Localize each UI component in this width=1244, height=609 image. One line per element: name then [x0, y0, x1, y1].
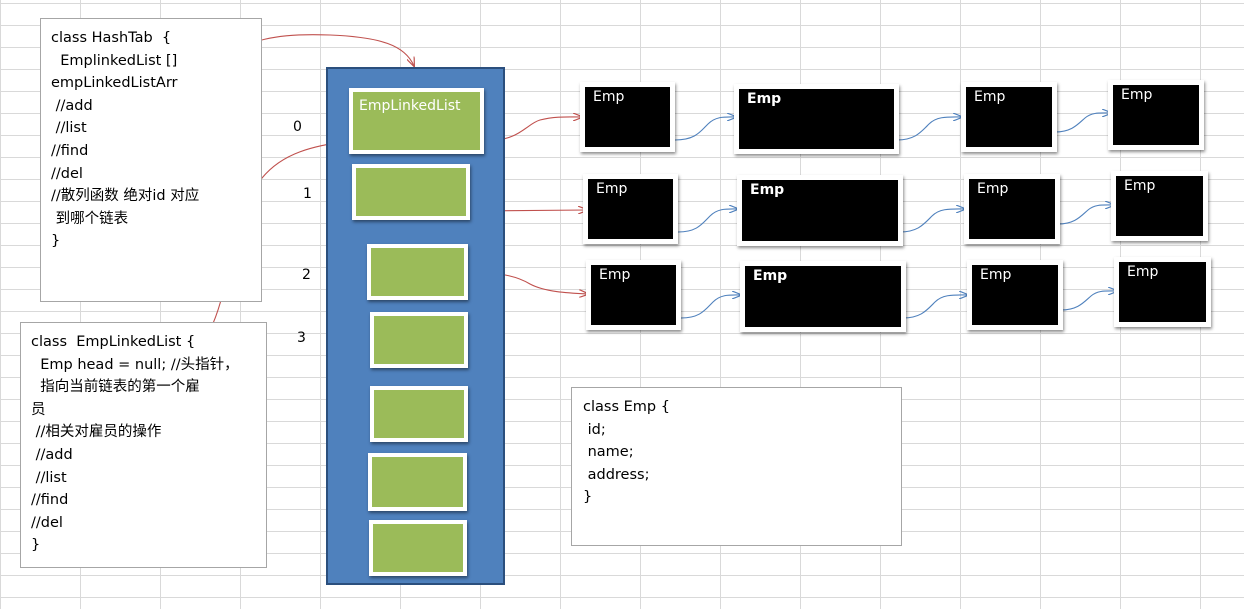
array-slot-1 [352, 164, 470, 220]
array-slot-3 [370, 312, 468, 368]
code-line: class EmpLinkedList { [31, 334, 196, 350]
hashtab-class-note: class HashTab { EmplinkedList [] empLink… [40, 18, 262, 302]
emp-label: Emp [974, 89, 1006, 105]
code-line: } [583, 489, 593, 506]
code-line: //list [31, 469, 67, 486]
array-slot-5 [368, 453, 467, 511]
emp-node: Emp [961, 82, 1057, 152]
code-line: //散列函数 绝对id 对应 [51, 188, 200, 205]
emp-label: Emp [599, 267, 631, 283]
emp-label: Emp [980, 267, 1012, 283]
code-line: 指向当前链表的第一个雇 [31, 379, 200, 396]
index-label-3: 3 [297, 330, 306, 346]
emplinkedlist-class-note: class EmpLinkedList { Emp head = null; /… [20, 322, 267, 568]
emp-node: Emp [967, 260, 1063, 330]
code-line: } [31, 537, 41, 554]
code-line: //find [51, 142, 89, 159]
emp-node: Emp [964, 174, 1060, 244]
next-arrow [1060, 291, 1117, 311]
index-label-2: 2 [302, 267, 311, 283]
emp-node: Emp [1114, 257, 1211, 327]
next-arrow [1054, 113, 1111, 133]
array-slot-4 [370, 386, 468, 442]
emp-label: Emp [1124, 178, 1156, 194]
emp-node: Emp [583, 174, 678, 244]
emp-label: Emp [977, 181, 1009, 197]
code-line: //find [31, 492, 69, 509]
code-line: address; [583, 466, 650, 483]
emp-label: Emp [747, 91, 782, 107]
next-arrow [896, 117, 962, 141]
emp-node: Emp [586, 260, 681, 330]
code-line: class HashTab { [51, 30, 172, 46]
code-line: 员 [31, 401, 46, 418]
next-arrow [1057, 205, 1114, 225]
array-slot-0: EmpLinkedList [349, 88, 484, 154]
index-label-1: 1 [303, 186, 312, 202]
emp-label: Emp [1121, 87, 1153, 103]
code-line: //add [51, 97, 93, 114]
slot0-head-arrow [484, 117, 582, 142]
code-line: EmplinkedList [] [51, 52, 178, 69]
emp-label: Emp [1127, 264, 1159, 280]
code-line: name; [583, 444, 634, 461]
emp-node: Emp [737, 175, 903, 246]
emp-class-note: class Emp { id; name; address; } [571, 387, 902, 546]
code-line: } [51, 233, 61, 250]
emp-node: Emp [734, 84, 899, 154]
code-line: empLinkedListArr [51, 75, 178, 92]
code-line: id; [583, 421, 606, 438]
slot-label: EmpLinkedList [359, 98, 461, 114]
emp-label: Emp [750, 182, 785, 198]
code-line: class Emp { [583, 399, 670, 415]
next-arrow [902, 295, 968, 319]
index-label-0: 0 [293, 119, 302, 135]
array-slot-2 [367, 244, 468, 300]
next-arrow [674, 117, 736, 141]
code-line: 到哪个链表 [51, 210, 129, 227]
emp-node: Emp [580, 82, 675, 152]
array-slot-6 [369, 520, 467, 576]
code-line: //add [31, 446, 73, 463]
code-line: Emp head = null; //头指针， [31, 356, 239, 373]
emp-node: Emp [740, 261, 906, 332]
code-line: //相关对雇员的操作 [31, 424, 162, 441]
code-line: //del [31, 514, 63, 531]
emp-node: Emp [1108, 80, 1204, 150]
emp-label: Emp [753, 268, 788, 284]
emp-node: Emp [1111, 171, 1208, 241]
next-arrow [680, 295, 741, 319]
next-arrow [899, 209, 965, 233]
emp-label: Emp [593, 89, 625, 105]
next-arrow [677, 209, 738, 233]
code-line: //del [51, 165, 83, 182]
code-line: //list [51, 120, 87, 137]
emp-label: Emp [596, 181, 628, 197]
